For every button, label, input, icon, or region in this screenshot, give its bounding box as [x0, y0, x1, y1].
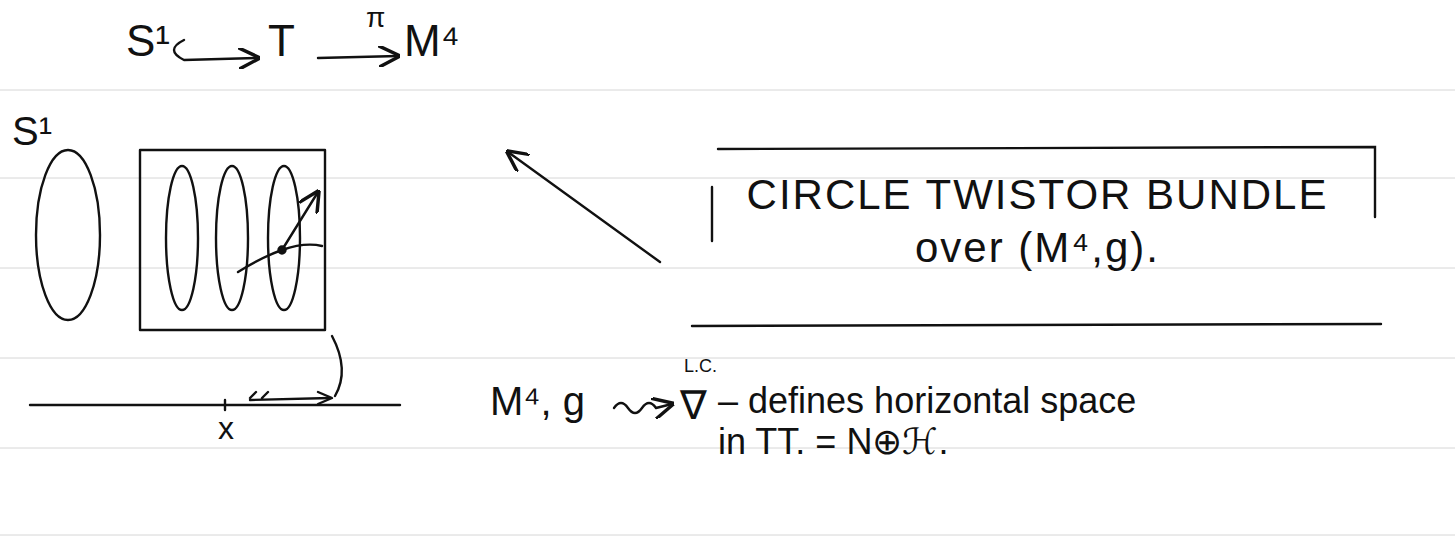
note-text: π [366, 2, 385, 33]
note-text: ∇ [680, 383, 707, 427]
squiggle-arrow [614, 403, 672, 413]
note-text: x [218, 410, 234, 447]
note-text: ∇ [680, 382, 707, 428]
fibre-circle [216, 166, 248, 310]
note-text: T [268, 16, 295, 67]
note-text: M⁴ [404, 16, 460, 65]
scribble-head [318, 392, 332, 404]
pointer-arrow [508, 152, 660, 262]
bracket-bottom [692, 324, 1381, 326]
bracket-left [711, 187, 713, 241]
fibre-circle [166, 166, 198, 310]
projection-arrow [318, 56, 398, 58]
note-text: S¹ [12, 108, 52, 154]
ruled-lines [0, 90, 1455, 535]
point [279, 247, 286, 254]
note-text: – defines horizontal space in TT. = N⊕ℋ. [718, 380, 1136, 462]
base-line [30, 404, 400, 406]
circle-fibre [36, 150, 100, 320]
note-text: L.C. [684, 356, 717, 377]
tangent-vector [282, 192, 318, 250]
note-text: S¹ [126, 16, 170, 65]
horizontal-curve [238, 245, 322, 272]
note-text: L.C. [684, 356, 717, 376]
note-text: π [366, 2, 385, 34]
note-text: T [268, 16, 295, 65]
note-text: – defines horizontal space in TT. = N⊕ℋ. [718, 380, 1158, 463]
fibre-circle [268, 166, 300, 310]
callout-text: CIRCLE TWISTOR BUNDLE over (M⁴,g). [708, 169, 1367, 274]
note-text: M⁴ [404, 16, 460, 67]
callout-box: CIRCLE TWISTOR BUNDLE over (M⁴,g). [690, 145, 1385, 330]
note-text: S¹ [126, 16, 170, 67]
point-tick [224, 400, 226, 410]
leader-line [332, 336, 342, 396]
note-text: M⁴, g [490, 379, 585, 423]
bundle-box [140, 150, 325, 330]
note-text: S¹ [12, 109, 52, 153]
note-text: M⁴, g [490, 378, 585, 424]
note-text: x [218, 410, 234, 446]
inclusion-arrow [174, 40, 258, 60]
